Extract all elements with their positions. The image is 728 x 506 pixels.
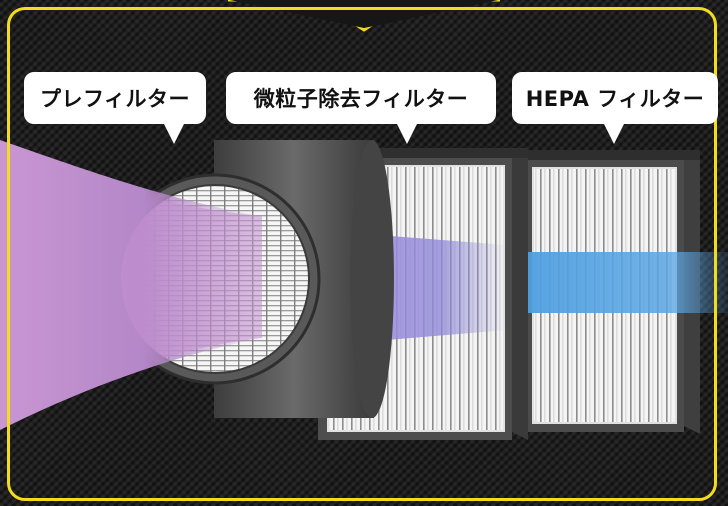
label-prefilter-pointer <box>163 122 185 144</box>
label-fine-particle-pointer <box>396 122 418 144</box>
label-hepa-text: HEPA フィルター <box>525 87 705 111</box>
label-prefilter-text: プレフィルター <box>39 87 191 111</box>
frame-notch <box>228 0 500 32</box>
label-fine-particle: 微粒子除去フィルター <box>226 72 496 124</box>
label-fine-particle-text: 微粒子除去フィルター <box>253 87 469 111</box>
airflow-in-through-filter <box>121 185 262 373</box>
label-hepa-pointer <box>603 122 625 144</box>
yellow-frame <box>7 7 717 501</box>
label-prefilter: プレフィルター <box>24 72 206 124</box>
label-hepa: HEPA フィルター <box>512 72 718 124</box>
airflow-out <box>528 252 728 313</box>
